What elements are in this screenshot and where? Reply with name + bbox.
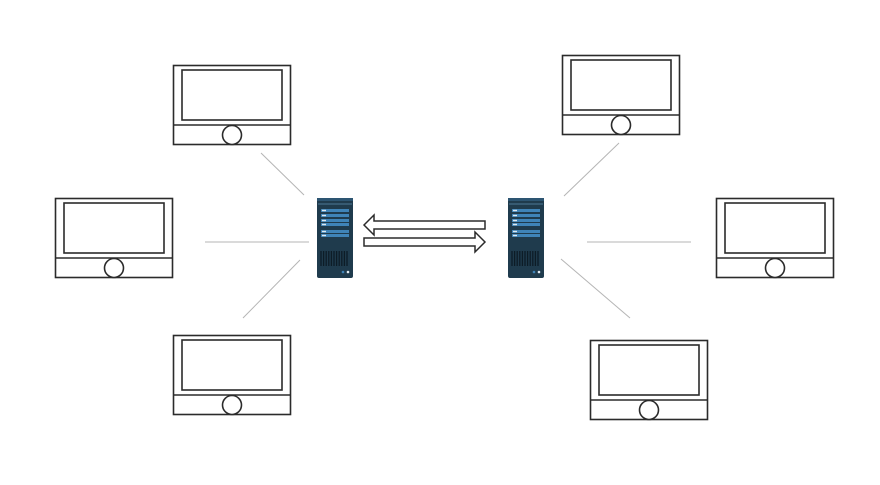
server-bay bbox=[321, 219, 349, 222]
server-bay bbox=[512, 223, 540, 226]
server-bay bbox=[512, 219, 540, 222]
server-bay bbox=[512, 209, 540, 212]
monitor-screen bbox=[724, 202, 826, 254]
monitor-right-bottom bbox=[589, 339, 709, 421]
server-bay-led bbox=[513, 234, 517, 237]
server-left bbox=[317, 198, 353, 278]
monitor-power-button bbox=[638, 399, 660, 421]
monitor-screen bbox=[570, 59, 672, 111]
server-top-strip bbox=[317, 198, 353, 201]
server-bay-led bbox=[513, 230, 517, 233]
server-bay bbox=[512, 214, 540, 217]
server-bay bbox=[512, 234, 540, 237]
server-bay bbox=[321, 214, 349, 217]
server-bay-led bbox=[322, 219, 326, 222]
link-monitor-right-bottom bbox=[560, 258, 631, 319]
server-power-led bbox=[346, 270, 350, 274]
monitor-left-bottom bbox=[172, 334, 292, 416]
monitor-screen bbox=[598, 344, 700, 396]
monitor-screen bbox=[181, 339, 283, 391]
server-bay bbox=[321, 223, 349, 226]
link-monitor-left-bottom bbox=[242, 259, 301, 319]
server-bay-led bbox=[322, 214, 326, 217]
monitor-power-button bbox=[221, 394, 243, 416]
server-bay bbox=[321, 234, 349, 237]
links bbox=[205, 142, 691, 319]
monitor-power-button bbox=[103, 257, 125, 279]
server-right bbox=[508, 198, 544, 278]
monitor-right-top bbox=[561, 54, 681, 136]
arrow-right-icon bbox=[363, 230, 487, 254]
monitor-power-button bbox=[221, 124, 243, 146]
server-bay bbox=[512, 230, 540, 233]
server-status-led bbox=[532, 270, 536, 274]
server-vent bbox=[320, 251, 348, 266]
server-bay-led bbox=[322, 230, 326, 233]
arrow-left-icon bbox=[362, 213, 486, 237]
exchange-arrows bbox=[362, 213, 487, 254]
link-monitor-left-top bbox=[260, 152, 305, 196]
server-bay bbox=[321, 209, 349, 212]
server-vent bbox=[511, 251, 539, 266]
monitor-frame bbox=[54, 197, 174, 279]
monitor-screen bbox=[63, 202, 165, 254]
monitor-right-middle bbox=[715, 197, 835, 279]
server-bay-led bbox=[513, 209, 517, 212]
server-status-led bbox=[341, 270, 345, 274]
monitor-power-button bbox=[764, 257, 786, 279]
monitor-power-button bbox=[610, 114, 632, 136]
server-bay bbox=[321, 230, 349, 233]
server-bay-led bbox=[513, 214, 517, 217]
server-power-led bbox=[537, 270, 541, 274]
monitor-left-middle bbox=[54, 197, 174, 279]
monitor-screen bbox=[181, 69, 283, 121]
monitor-left-top bbox=[172, 64, 292, 146]
server-top-strip bbox=[508, 198, 544, 201]
server-bay-led bbox=[513, 219, 517, 222]
link-monitor-right-top bbox=[563, 142, 620, 197]
server-bay-led bbox=[513, 223, 517, 226]
server-bay-led bbox=[322, 234, 326, 237]
server-bay-led bbox=[322, 223, 326, 226]
server-bay-led bbox=[322, 209, 326, 212]
